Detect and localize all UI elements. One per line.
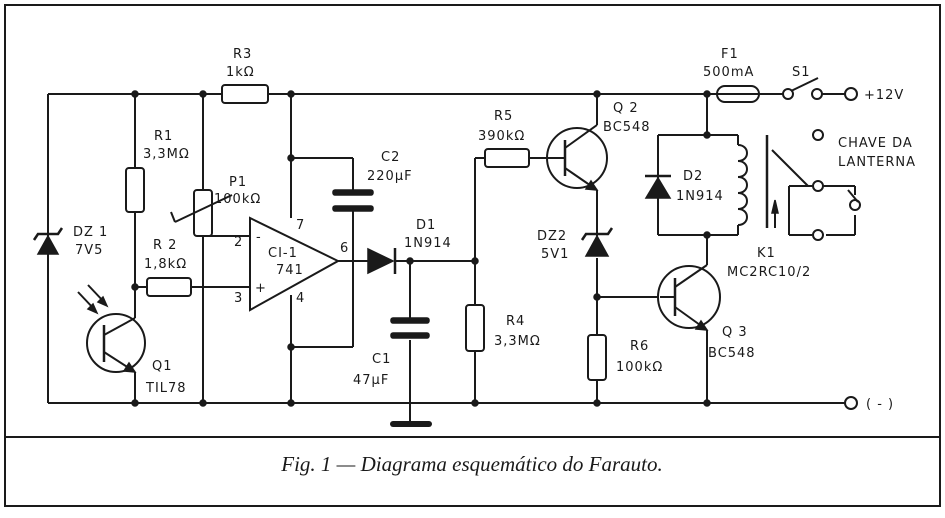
ci1-value: 741 (276, 263, 304, 278)
dz2-ref: DZ2 (537, 229, 567, 244)
ci1-pin3: 3 (234, 291, 243, 306)
r6-ref: R6 (630, 339, 649, 354)
c2-ref: C2 (381, 150, 400, 165)
r5-ref: R5 (494, 109, 513, 124)
ci1-pin6: 6 (340, 241, 349, 256)
dz1-ref: DZ 1 (73, 225, 108, 240)
r1-value: 3,3MΩ (143, 147, 190, 162)
d2-ref: D2 (683, 169, 703, 184)
r2-resistor: R 2 1,8kΩ (144, 238, 192, 297)
page-border (4, 4, 941, 507)
c2-value: 220μF (367, 169, 413, 184)
relay-contact-arm (771, 149, 809, 187)
r1-ref: R1 (154, 129, 173, 144)
r1-resistor: R1 3,3MΩ (125, 129, 190, 213)
k1-relay: K1 MC2RC10/2 (727, 135, 811, 280)
ci1-pin7: 7 (296, 218, 305, 233)
flashlight-switch (812, 129, 861, 241)
r2-ref: R 2 (153, 238, 177, 253)
f1-ref: F1 (721, 47, 739, 62)
r4-value: 3,3MΩ (494, 334, 541, 349)
dz2-value: 5V1 (541, 247, 569, 262)
junction-dots (131, 90, 711, 407)
r5-value: 390kΩ (478, 129, 525, 144)
p1-value: 100kΩ (214, 192, 261, 207)
k1-value: MC2RC10/2 (727, 265, 811, 280)
dz1-zener-diode: DZ 1 7V5 (32, 225, 108, 258)
k1-ref: K1 (757, 246, 776, 261)
r3-value: 1kΩ (226, 65, 255, 80)
q1-phototransistor: Q1 TIL78 (77, 284, 187, 396)
c1-ref: C1 (372, 352, 391, 367)
s1-ref: S1 (792, 65, 811, 80)
p1-ref: P1 (229, 175, 247, 190)
switch-label-line2: LANTERNA (838, 155, 916, 170)
r6-value: 100kΩ (616, 360, 663, 375)
s1-switch: S1 (782, 65, 823, 100)
f1-fuse: F1 500mA (703, 47, 760, 103)
ci1-op-amp: - + CI-1 741 2 3 7 4 6 (234, 216, 349, 312)
q3-value: BC548 (708, 346, 756, 361)
f1-value: 500mA (703, 65, 754, 80)
r2-value: 1,8kΩ (144, 257, 187, 272)
negative-terminal-label: ( - ) (866, 397, 894, 412)
p1-potentiometer: P1 100kΩ (170, 175, 261, 237)
q2-value: BC548 (603, 120, 651, 135)
c2-capacitor: C2 220μF (332, 150, 413, 212)
r3-resistor: R3 1kΩ (221, 47, 269, 104)
figure-caption: Fig. 1 — Diagrama esquemático do Farauto… (280, 452, 662, 476)
negative-terminal: ( - ) (844, 396, 894, 412)
c1-capacitor: C1 47μF (353, 317, 430, 388)
c1-value: 47μF (353, 373, 389, 388)
q2-transistor: Q 2 BC548 (545, 101, 651, 191)
d1-value: 1N914 (404, 236, 452, 251)
ci1-pin4: 4 (296, 291, 305, 306)
q2-ref: Q 2 (613, 101, 639, 116)
r5-resistor: R5 390kΩ (478, 109, 530, 168)
q1-value: TIL78 (145, 381, 187, 396)
d1-ref: D1 (416, 218, 436, 233)
ci1-minus-pin: - (256, 230, 262, 245)
r4-resistor: R4 3,3MΩ (465, 304, 541, 352)
q1-ref: Q1 (152, 359, 173, 374)
switch-label-line1: CHAVE DA (838, 136, 913, 151)
r3-ref: R3 (233, 47, 252, 62)
r4-ref: R4 (506, 314, 525, 329)
ci1-ref: CI-1 (268, 246, 298, 261)
d2-value: 1N914 (676, 189, 724, 204)
q3-transistor: Q 3 BC548 (657, 264, 756, 361)
ci1-plus-pin: + (255, 281, 267, 296)
positive-terminal: +12V (844, 87, 904, 103)
dz2-zener-diode: DZ2 5V1 (537, 224, 614, 262)
dz1-value: 7V5 (75, 243, 103, 258)
d1-diode: D1 1N914 (367, 218, 452, 275)
d2-diode: D2 1N914 (644, 169, 724, 204)
ci1-pin2: 2 (234, 235, 243, 250)
r6-resistor: R6 100kΩ (587, 334, 663, 381)
q3-ref: Q 3 (722, 325, 748, 340)
positive-terminal-label: +12V (864, 88, 904, 103)
